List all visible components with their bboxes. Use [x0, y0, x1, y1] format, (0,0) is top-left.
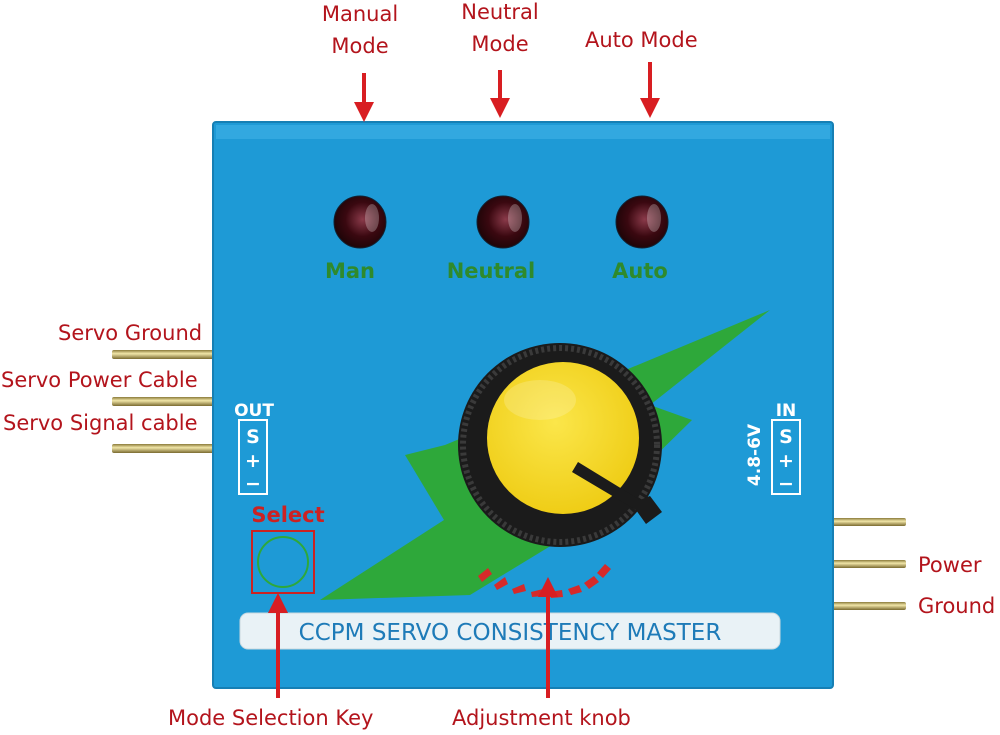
power-label: Power — [918, 553, 982, 577]
in-pin-plus: + — [778, 450, 794, 472]
product-name-band — [239, 612, 781, 650]
adjustment-knob[interactable] — [458, 343, 662, 547]
servo-ground-pin — [112, 350, 216, 359]
neutral-mode-label: Neutral Mode — [461, 0, 539, 56]
knob-knurl — [460, 345, 660, 545]
callout-arrows — [268, 62, 660, 698]
led-neutral-reflection — [508, 204, 522, 232]
select-label: Select — [251, 503, 324, 527]
out-pin-plus: + — [245, 450, 261, 472]
servo-signal-cable-label: Servo Signal cable — [3, 411, 198, 435]
manual-mode-label: Manual Mode — [321, 2, 399, 58]
voltage-label: 4.8-6V — [745, 423, 765, 486]
led-neutral — [476, 195, 530, 249]
select-key[interactable] — [257, 536, 309, 588]
in-pin-minus: − — [778, 473, 794, 495]
in-pin-box — [771, 419, 801, 495]
knob-highlight — [504, 380, 576, 420]
power-pin — [830, 560, 906, 568]
in-pin-s: S — [779, 426, 793, 448]
board-top-edge — [216, 125, 830, 139]
adjustment-knob-label: Adjustment knob — [452, 706, 631, 730]
out-pin-minus: − — [245, 473, 261, 495]
out-header-pins — [112, 350, 216, 453]
in-label: IN — [776, 401, 797, 421]
servo-power-cable-label: Servo Power Cable — [1, 368, 198, 392]
auto-mode-label: Auto Mode — [585, 28, 698, 52]
out-label: OUT — [234, 401, 274, 421]
knob-pointer-icon — [572, 462, 662, 524]
in-header-pins — [830, 518, 906, 610]
led-label-auto: Auto — [612, 259, 668, 283]
out-pin-s: S — [246, 426, 260, 448]
signal-in-pin — [830, 518, 906, 526]
mode-selection-key-label: Mode Selection Key — [168, 706, 374, 730]
led-man-reflection — [365, 204, 379, 232]
servo-signal-pin — [112, 444, 216, 453]
led-indicators — [333, 195, 669, 249]
knob-face — [487, 362, 639, 514]
product-name: CCPM SERVO CONSISTENCY MASTER — [299, 620, 722, 646]
led-man — [333, 195, 387, 249]
servo-ground-label: Servo Ground — [58, 321, 203, 345]
led-auto-reflection — [647, 204, 661, 232]
servo-power-pin — [112, 397, 216, 406]
led-label-neutral: Neutral — [447, 259, 536, 283]
out-pin-box — [238, 419, 268, 495]
led-auto — [615, 195, 669, 249]
ground-label: Ground — [918, 594, 996, 618]
led-label-man: Man — [325, 259, 375, 283]
ground-pin — [830, 602, 906, 610]
